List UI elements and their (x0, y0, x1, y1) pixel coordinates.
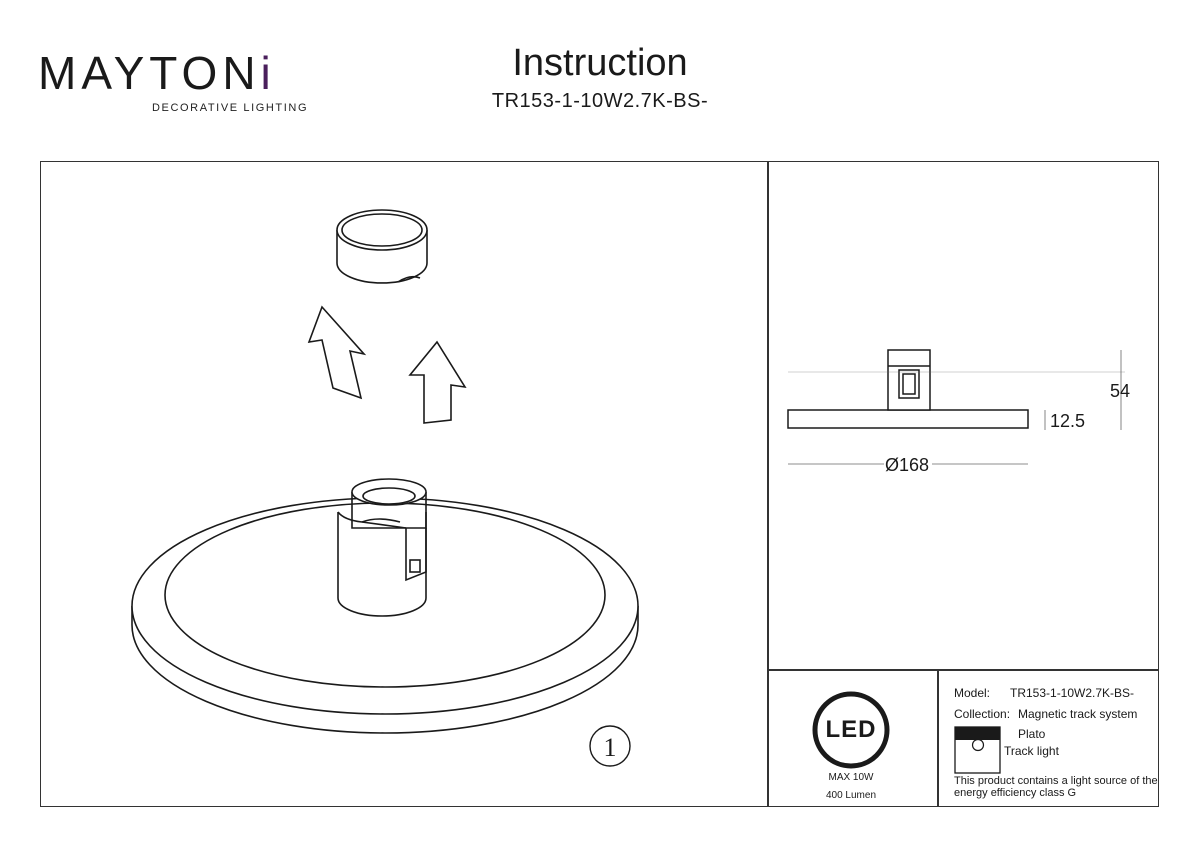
info-sub-collection: Plato (1018, 727, 1046, 741)
magnetic-cap-drawing (336, 209, 428, 284)
dimension-height: 54 (1110, 381, 1131, 401)
frame-divider-vertical (767, 161, 769, 807)
brand-logo: MAYTONi (38, 47, 276, 99)
connector-post-drawing (337, 478, 427, 617)
brand-subtitle: DECORATIVE LIGHTING (152, 102, 309, 114)
energy-note-line2: energy efficiency class G (954, 787, 1077, 799)
info-model-value: TR153-1-10W2.7K-BS- (1010, 686, 1135, 700)
energy-note-line1: This product contains a light source of … (954, 775, 1158, 787)
arrow-up-right (408, 340, 467, 424)
dimension-diameter: Ø168 (885, 455, 930, 475)
frame-divider-info (937, 669, 939, 807)
led-lumen: 400 Lumen (825, 790, 877, 801)
arrow-up-left (307, 305, 367, 400)
svg-text:1: 1 (604, 733, 617, 762)
frame-divider-horizontal (767, 669, 1159, 671)
page-title: Instruction (512, 42, 688, 84)
dimension-thickness: 12.5 (1050, 411, 1086, 431)
info-model-label: Model: (954, 686, 991, 700)
content-frame (40, 161, 1159, 807)
led-max-power: MAX 10W (828, 772, 874, 783)
info-collection-value: Magnetic track system (1018, 707, 1138, 721)
led-badge-label: LED (825, 716, 877, 743)
info-collection-label: Collection: (954, 707, 1011, 721)
info-type: Track light (1004, 744, 1059, 758)
header-model-code: TR153-1-10W2.7K-BS- (491, 90, 709, 112)
